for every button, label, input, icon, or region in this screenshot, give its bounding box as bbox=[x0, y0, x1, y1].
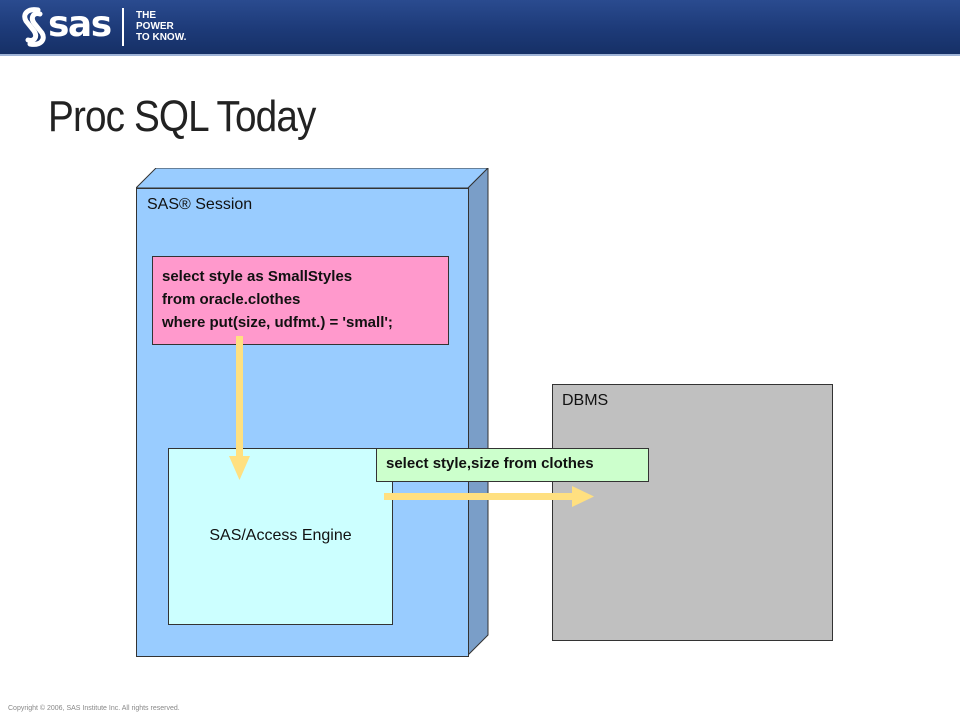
sas-access-engine-box bbox=[168, 448, 393, 625]
page-title: Proc SQL Today bbox=[48, 92, 316, 141]
sas-access-engine-label: SAS/Access Engine bbox=[209, 527, 352, 544]
sas-logo-icon bbox=[22, 7, 46, 47]
logo-wordmark: sas bbox=[48, 4, 112, 45]
sql-line: select style as SmallStyles bbox=[162, 268, 353, 285]
passthrough-query-box bbox=[376, 448, 649, 482]
sas-session-label: SAS® Session bbox=[147, 196, 253, 213]
tagline-line: THE bbox=[136, 10, 156, 21]
sql-query-box bbox=[152, 256, 449, 345]
sql-line: where put(size, udfmt.) = 'small'; bbox=[162, 314, 393, 331]
passthrough-query-label: select style,size from clothes bbox=[386, 455, 594, 472]
down-arrow-icon bbox=[229, 336, 250, 480]
tagline: THE POWER TO KNOW. bbox=[136, 10, 186, 43]
copyright-text: Copyright © 2006, SAS Institute Inc. All… bbox=[8, 705, 180, 712]
tagline-line: POWER bbox=[136, 21, 174, 32]
sql-line: from oracle.clothes bbox=[162, 291, 301, 308]
right-arrow-icon bbox=[384, 486, 594, 507]
dbms-box bbox=[552, 384, 833, 641]
dbms-label: DBMS bbox=[562, 392, 609, 409]
header-divider-line bbox=[0, 54, 960, 56]
tagline-line: TO KNOW. bbox=[136, 32, 187, 43]
logo-divider bbox=[122, 8, 124, 46]
header-bar bbox=[0, 0, 960, 54]
